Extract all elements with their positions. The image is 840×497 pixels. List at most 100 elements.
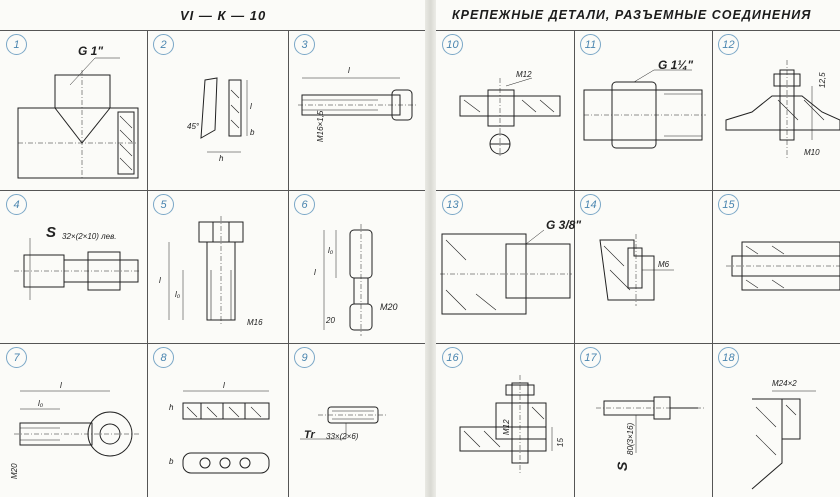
trapezoid-screw-drawing bbox=[300, 406, 388, 440]
thread-label: M12 bbox=[516, 70, 532, 79]
drawing-cell-1: 1 G 1" bbox=[0, 30, 147, 190]
drawing-cell-16: 16 M12 15 bbox=[436, 343, 574, 497]
thread-type-label: Tr bbox=[304, 429, 315, 441]
drawing-number: 15 bbox=[718, 194, 739, 215]
drawing-number: 18 bbox=[718, 347, 739, 368]
drawing-number: 12 bbox=[718, 34, 739, 55]
grid-line bbox=[712, 30, 713, 497]
thread-label: M20 bbox=[380, 302, 398, 312]
drawing-cell-4: 4 S 32×(2×10) лев. bbox=[0, 190, 147, 343]
dimension-label: l₀ bbox=[38, 399, 44, 408]
drawing-number: 2 bbox=[153, 34, 174, 55]
threaded-cap-drawing bbox=[751, 390, 816, 490]
drawing-cell-12: 12 12,5 M10 bbox=[712, 30, 840, 190]
drawing-number: 8 bbox=[153, 347, 174, 368]
drawing-cell-9: 9 Tr 33×(2×6) bbox=[288, 343, 425, 497]
drawing-number: 7 bbox=[6, 347, 27, 368]
right-page: КРЕПЕЖНЫЕ ДЕТАЛИ, РАЗЪЕМНЫЕ СОЕДИНЕНИЯ 1… bbox=[436, 0, 840, 497]
grid-line bbox=[574, 30, 575, 497]
drawing-cell-10: 10 M12 bbox=[436, 30, 574, 190]
pipe-tee-drawing bbox=[17, 57, 139, 179]
drawing-number: 5 bbox=[153, 194, 174, 215]
pipe-coupling-drawing bbox=[583, 69, 706, 149]
drawing-number: 9 bbox=[294, 347, 315, 368]
thread-label: 80(3×16) bbox=[626, 422, 635, 455]
drawing-cell-17: 17 S 80(3×16) bbox=[574, 343, 712, 497]
drawing-cell-14: 14 M6 bbox=[574, 190, 712, 343]
dimension-label: l bbox=[60, 381, 62, 390]
nut-shaft-drawing bbox=[14, 238, 140, 300]
thread-label: M6 bbox=[658, 260, 670, 269]
dimension-label: b bbox=[250, 128, 255, 137]
eye-bolt-drawing bbox=[14, 390, 140, 457]
plate-drawing bbox=[182, 390, 270, 474]
dimension-label: l bbox=[348, 66, 350, 75]
thread-label: M10 bbox=[804, 148, 820, 157]
thread-label: 32×(2×10) лев. bbox=[62, 232, 117, 241]
dimension-label: 15 bbox=[556, 438, 565, 447]
drawing-number: 3 bbox=[294, 34, 315, 55]
dimension-label: l₀ bbox=[175, 290, 181, 299]
drawing-cell-8: 8 l h b bbox=[147, 343, 288, 497]
dimension-label: l bbox=[223, 381, 225, 390]
dimension-label: l₀ bbox=[328, 246, 334, 255]
drawing-cell-6: 6 l l₀ 20 M20 bbox=[288, 190, 425, 343]
dimension-label: 20 bbox=[326, 316, 335, 325]
thread-label: M16×1,5 bbox=[316, 110, 325, 142]
grid-line bbox=[0, 30, 425, 31]
bolt-in-section-drawing bbox=[459, 375, 553, 473]
drawing-number: 6 bbox=[294, 194, 315, 215]
bolted-joint-drawing bbox=[725, 60, 840, 160]
dimension-label: b bbox=[169, 457, 174, 466]
union-nut-drawing bbox=[440, 229, 572, 315]
dimension-label: h bbox=[169, 403, 174, 412]
angle-label: 45° bbox=[187, 122, 200, 131]
drawing-cell-15: 15 bbox=[712, 190, 840, 343]
drawing-number: 16 bbox=[442, 347, 463, 368]
drawing-cell-3: 3 l M16×1,5 bbox=[288, 30, 425, 190]
drawing-number: 14 bbox=[580, 194, 601, 215]
thread-label: M12 bbox=[502, 419, 511, 435]
book-gutter bbox=[425, 0, 436, 497]
grid-line bbox=[436, 30, 840, 31]
grid-line bbox=[0, 343, 425, 344]
pipe-joint-section-drawing bbox=[726, 241, 840, 291]
drawing-cell-11: 11 G 1¼" bbox=[574, 30, 712, 190]
lock-washer-drawing bbox=[200, 77, 248, 153]
drawing-number: 4 bbox=[6, 194, 27, 215]
screw-drawing bbox=[298, 77, 418, 121]
grid-line bbox=[436, 190, 840, 191]
dimension-label: l bbox=[159, 276, 161, 285]
left-page-title: VI — К — 10 bbox=[180, 8, 267, 23]
dimension-letter: S bbox=[614, 461, 630, 471]
grid-line bbox=[147, 30, 148, 497]
drawing-cell-5: 5 l l₀ M16 bbox=[147, 190, 288, 343]
dimension-label: 12,5 bbox=[818, 72, 827, 88]
set-screw-joint-drawing bbox=[599, 234, 674, 306]
thread-label: M16 bbox=[247, 318, 263, 327]
dimension-label: l bbox=[314, 268, 316, 277]
dimension-label: h bbox=[219, 154, 224, 163]
drawing-number: 10 bbox=[442, 34, 463, 55]
dimension-letter: S bbox=[46, 224, 57, 241]
left-page: VI — К — 10 1 G 1" 2 45° bbox=[0, 8, 425, 497]
drawing-number: 1 bbox=[6, 34, 27, 55]
thread-label: 33×(2×6) bbox=[326, 432, 359, 441]
dimension-label: l bbox=[250, 102, 252, 111]
grid-line bbox=[0, 190, 425, 191]
thread-label: G 3/8" bbox=[546, 218, 582, 232]
thread-label: M24×2 bbox=[772, 379, 797, 388]
stud-drawing bbox=[323, 224, 373, 336]
drawing-number: 13 bbox=[442, 194, 463, 215]
grid-line bbox=[436, 343, 840, 344]
bolt-drawing bbox=[168, 216, 244, 326]
thread-label: M20 bbox=[10, 463, 19, 479]
grid-line bbox=[288, 30, 289, 497]
right-page-title: КРЕПЕЖНЫЕ ДЕТАЛИ, РАЗЪЕМНЫЕ СОЕДИНЕНИЯ bbox=[452, 8, 812, 22]
thread-label: G 1" bbox=[78, 44, 104, 58]
drawing-number: 17 bbox=[580, 347, 601, 368]
screw-joint-drawing bbox=[459, 77, 561, 156]
drawing-number: 11 bbox=[580, 34, 601, 55]
drawing-cell-13: 13 G 3/8" bbox=[436, 190, 581, 343]
drawing-cell-7: 7 l l₀ M20 bbox=[0, 343, 147, 497]
